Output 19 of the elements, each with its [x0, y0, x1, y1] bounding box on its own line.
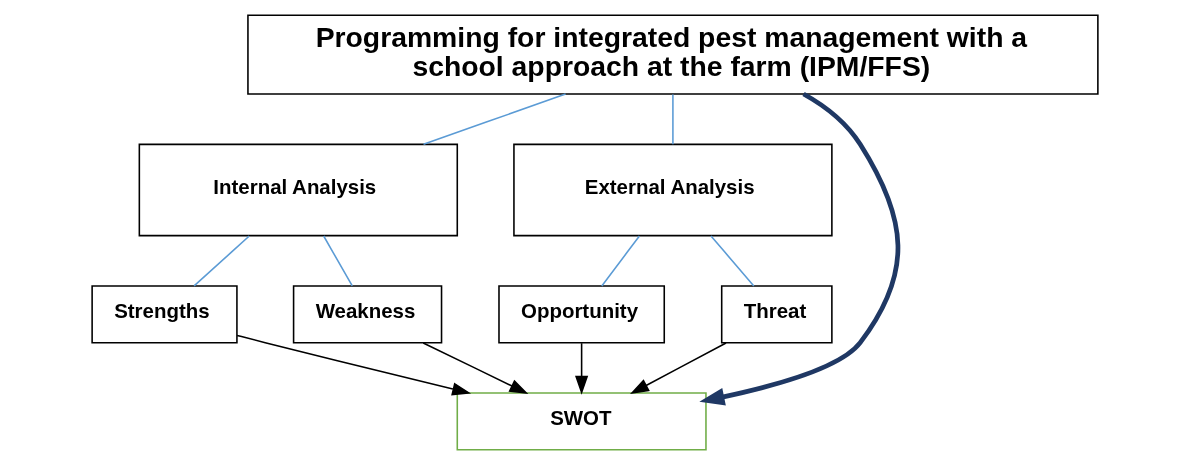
node-box: Internal Analysis [138, 143, 459, 236]
arrow [575, 341, 589, 395]
arrow [422, 341, 529, 394]
node-box: Strengths [91, 284, 238, 343]
connector [422, 92, 567, 145]
connector [322, 234, 354, 287]
arrow [699, 91, 901, 405]
connector [710, 234, 755, 287]
node-box: Programming for integrated pest management with a school approach at the farm (IPM/FFS) [247, 14, 1099, 95]
node-box: SWOT [456, 391, 707, 450]
node-box: External Analysis [513, 143, 833, 236]
connector [193, 234, 251, 287]
connector [672, 93, 674, 145]
node-box: Threat [720, 284, 833, 343]
arrow [630, 341, 727, 394]
connector [601, 234, 641, 287]
node-box: Weakness [292, 284, 443, 343]
node-box: Opportunity [498, 284, 666, 343]
arrow [236, 334, 472, 395]
